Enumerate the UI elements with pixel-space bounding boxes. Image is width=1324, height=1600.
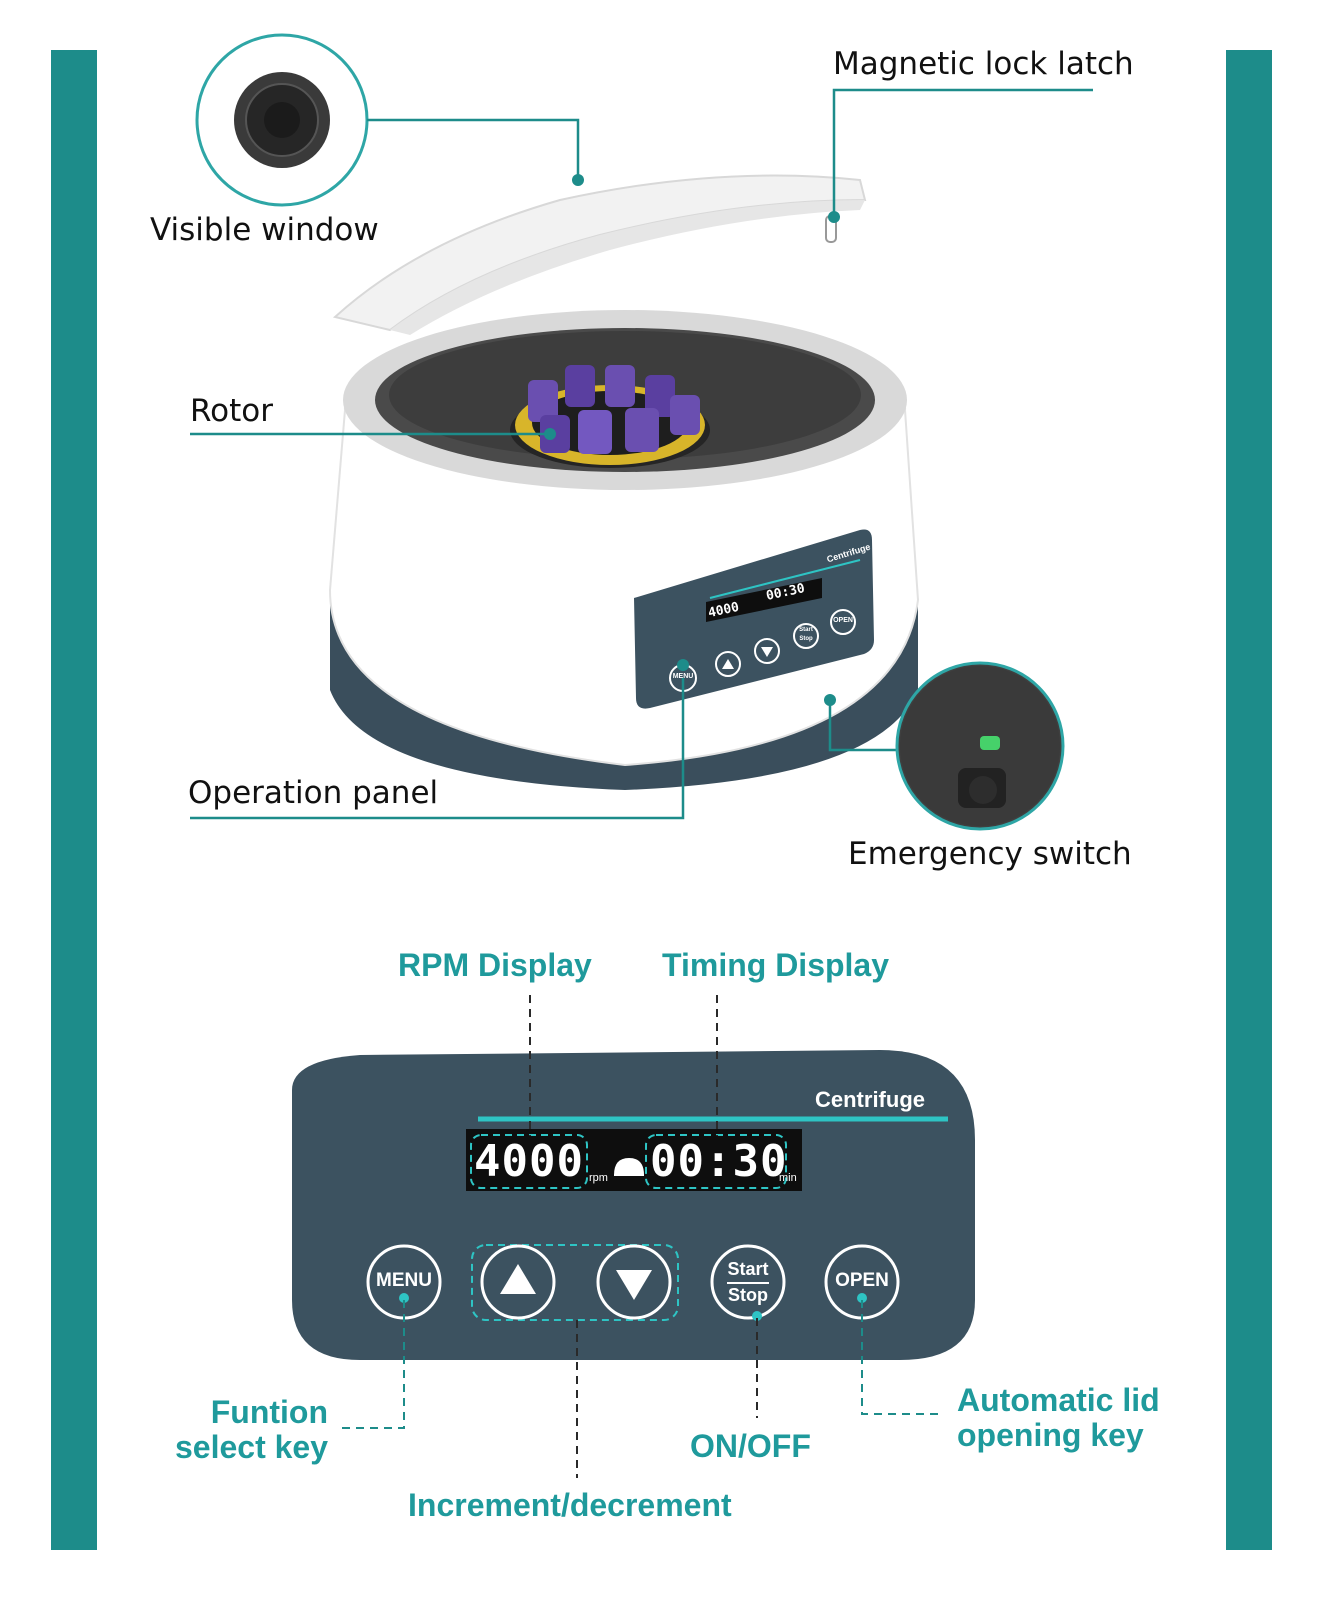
small-stop-button[interactable]: Stop (799, 636, 813, 642)
label-operation-panel: Operation panel (188, 775, 439, 811)
label-on-off: ON/OFF (690, 1428, 811, 1464)
left-accent-bar (51, 50, 97, 1550)
lid (332, 174, 867, 335)
centrifuge-body (328, 310, 920, 790)
up-arrow-icon (500, 1264, 536, 1294)
down-arrow-icon (616, 1270, 652, 1300)
visible-window-inset (195, 33, 369, 207)
small-operation-panel (634, 529, 874, 709)
time-display: 00:30 (650, 1136, 788, 1187)
label-auto-lid-line2: opening key (957, 1417, 1144, 1453)
right-accent-bar (1226, 50, 1272, 1550)
small-start-button[interactable]: Start (799, 627, 813, 633)
rpm-unit: rpm (589, 1172, 608, 1184)
label-automatic-lid-opening-key: Automatic lid opening key (957, 1383, 1160, 1453)
small-menu-button[interactable]: MENU (672, 673, 694, 680)
label-auto-lid-line1: Automatic lid (957, 1382, 1160, 1418)
label-timing-display: Timing Display (662, 947, 890, 983)
label-visible-window: Visible window (150, 212, 379, 248)
start-stop-button-stop[interactable]: Stop (728, 1285, 768, 1305)
open-button[interactable]: OPEN (835, 1270, 889, 1291)
emergency-switch-inset (895, 661, 1065, 831)
label-function-select-key: Funtion select key (160, 1395, 328, 1465)
label-function-select-line2: select key (174, 1429, 328, 1465)
label-magnetic-lock-latch: Magnetic lock latch (833, 46, 1134, 82)
label-rpm-display: RPM Display (398, 947, 592, 983)
label-rotor: Rotor (190, 393, 273, 429)
small-open-button[interactable]: OPEN (833, 617, 853, 624)
label-emergency-switch: Emergency switch (848, 836, 1132, 872)
menu-button[interactable]: MENU (376, 1270, 432, 1291)
panel-body (292, 1050, 975, 1360)
time-unit: min (779, 1172, 797, 1184)
panel-brand: Centrifuge (815, 1087, 925, 1112)
label-increment-decrement: Increment/decrement (408, 1487, 732, 1523)
rotor (515, 365, 705, 465)
label-function-select-line1: Funtion (210, 1394, 328, 1430)
start-stop-button-start[interactable]: Start (727, 1259, 769, 1279)
rpm-display: 4000 (474, 1136, 584, 1187)
